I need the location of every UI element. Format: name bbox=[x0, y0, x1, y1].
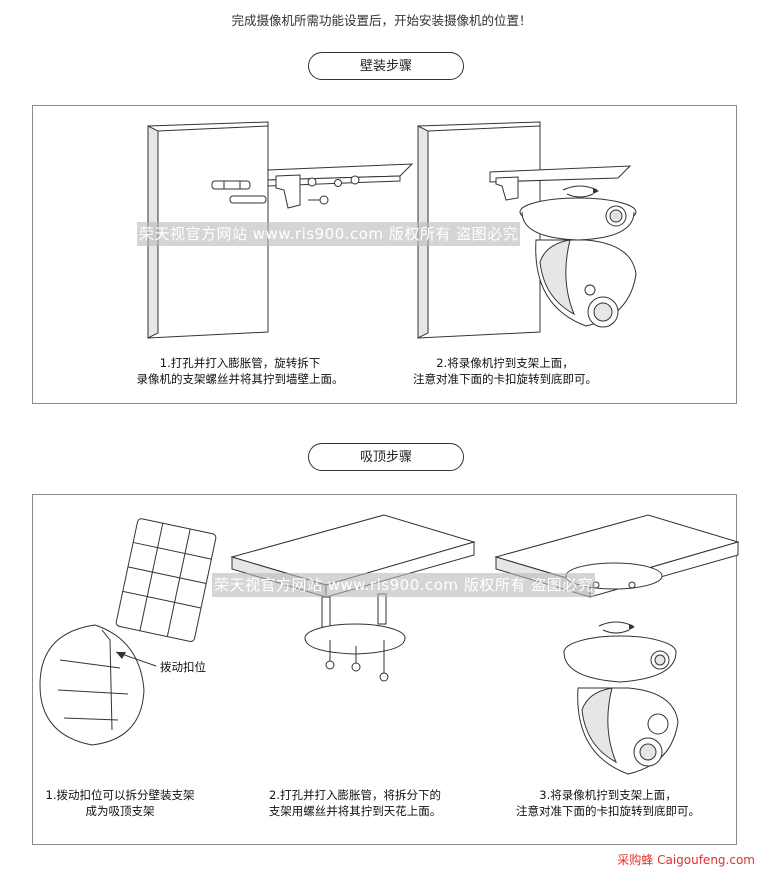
caption-line: 支架用螺丝并将其拧到天花上面。 bbox=[268, 804, 442, 818]
wall-step1-caption: 1.打孔并打入膨胀管，旋转拆下 录像机的支架螺丝并将其拧到墙壁上面。 bbox=[120, 355, 360, 387]
caption-line: 注意对准下面的卡扣旋转到底即可。 bbox=[516, 804, 700, 818]
ceiling-section-title: 吸顶步骤 bbox=[308, 443, 464, 471]
ceiling-step1-caption: 1.拨动扣位可以拆分壁装支架 成为吸顶支架 bbox=[20, 787, 220, 819]
caption-line: 录像机的支架螺丝并将其拧到墙壁上面。 bbox=[136, 372, 344, 386]
ceiling-step3-illustration bbox=[494, 514, 740, 775]
ceiling-step2-caption: 2.打孔并打入膨胀管，将拆分下的 支架用螺丝并将其拧到天花上面。 bbox=[230, 787, 480, 819]
wall-section-title: 壁装步骤 bbox=[308, 52, 464, 80]
ceiling-step1-illustration bbox=[39, 518, 217, 746]
caption-line: 注意对准下面的卡扣旋转到底即可。 bbox=[413, 372, 597, 386]
wall-step2-caption: 2.将录像机拧到支架上面， 注意对准下面的卡扣旋转到底即可。 bbox=[385, 355, 625, 387]
wall-panel bbox=[32, 105, 737, 404]
caption-line: 1.拨动扣位可以拆分壁装支架 bbox=[45, 788, 195, 802]
latch-callout-label: 拨动扣位 bbox=[160, 660, 206, 674]
ceiling-step3-caption: 3.将录像机拧到支架上面， 注意对准下面的卡扣旋转到底即可。 bbox=[488, 787, 728, 819]
caption-line: 2.打孔并打入膨胀管，将拆分下的 bbox=[269, 788, 441, 802]
caption-line: 成为吸顶支架 bbox=[85, 804, 155, 818]
caption-line: 2.将录像机拧到支架上面， bbox=[436, 356, 574, 370]
ceiling-step2-illustration bbox=[230, 514, 476, 682]
caption-line: 1.打孔并打入膨胀管，旋转拆下 bbox=[159, 356, 321, 370]
watermark-ceiling: 荣天视官方网站 www.ris900.com 版权所有 盗图必究 bbox=[212, 573, 596, 597]
watermark-wall: 荣天视官方网站 www.ris900.com 版权所有 盗图必究 bbox=[137, 222, 521, 246]
intro-text: 完成摄像机所需功能设置后，开始安装摄像机的位置！ bbox=[231, 13, 532, 28]
caption-line: 3.将录像机拧到支架上面， bbox=[539, 788, 677, 802]
footer-logo-text: 采购蜂 Caigoufeng.com bbox=[617, 853, 755, 867]
ceiling-panel bbox=[32, 494, 737, 845]
